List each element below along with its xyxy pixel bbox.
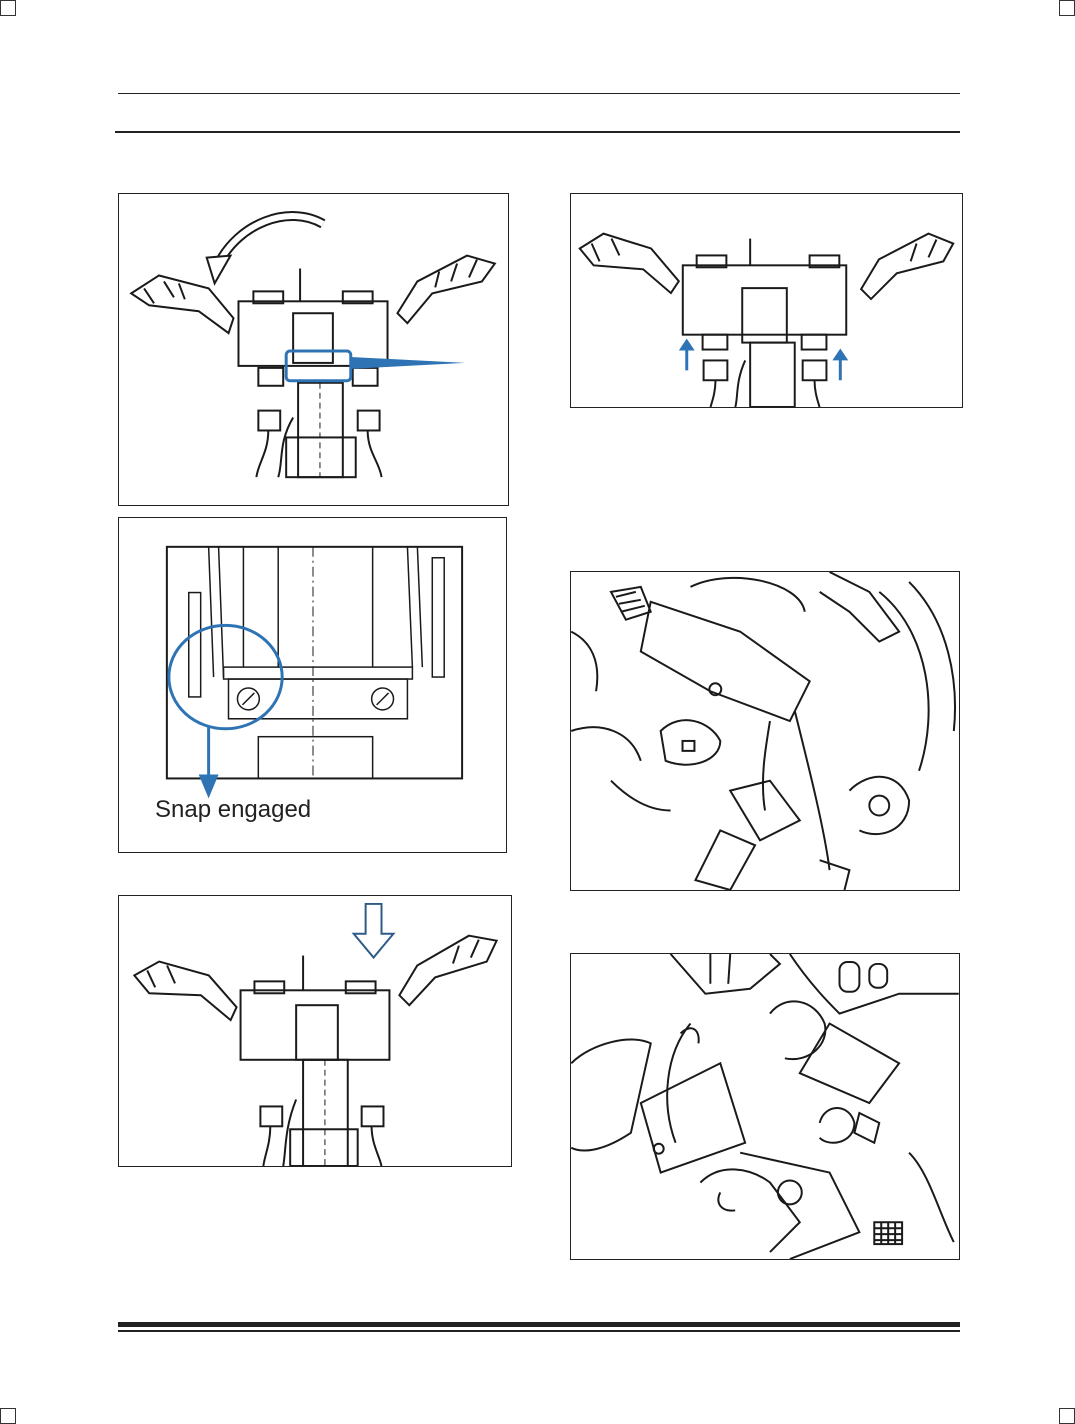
figure-connectors-up: [570, 193, 963, 408]
tool-removal-drawing: [571, 572, 956, 890]
connectors-drawing: [578, 232, 955, 407]
figure-tool-removal: [570, 571, 960, 891]
figure-cover-removal: [570, 953, 960, 1260]
header-rule-bottom: [115, 131, 960, 133]
footer-rule-thin: [118, 1330, 960, 1332]
snap-detail-drawing: [165, 545, 464, 799]
snap-engaged-label: Snap engaged: [155, 796, 312, 823]
cover-removal-drawing: [571, 954, 959, 1259]
push-down-drawing: [132, 902, 499, 1166]
footer-rule-thick: [118, 1322, 960, 1327]
header-rule-top: [118, 93, 960, 94]
figure-rotate-switch: [118, 193, 509, 506]
crop-mark-top-left: [0, 0, 16, 16]
crop-mark-top-right: [1059, 0, 1075, 16]
crop-mark-bottom-right: [1059, 1408, 1075, 1424]
figure-snap-engaged: Snap engaged: [118, 517, 507, 853]
switch-assembly-drawing: [129, 211, 497, 479]
crop-mark-bottom-left: [0, 1408, 16, 1424]
figure-push-down: [118, 895, 512, 1167]
